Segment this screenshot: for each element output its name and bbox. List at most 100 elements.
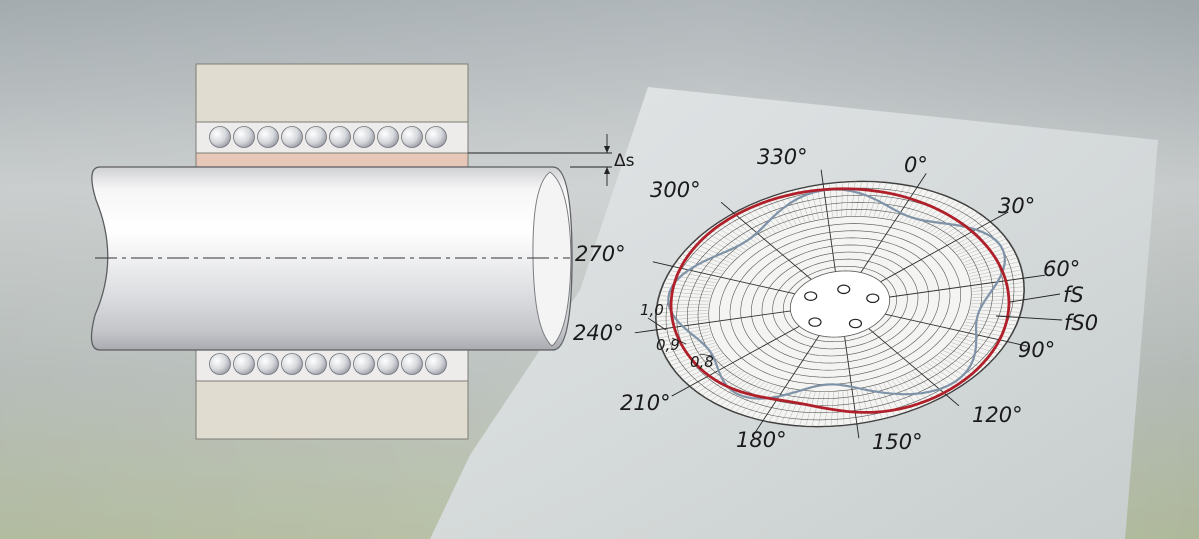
polar-hatch-line xyxy=(745,384,773,417)
polar-hatch-line xyxy=(891,186,912,220)
polar-hatch-line xyxy=(688,246,732,263)
polar-hatch-line xyxy=(856,389,864,423)
polar-label-leaders xyxy=(634,169,1046,439)
polar-hatch-line xyxy=(749,204,776,233)
polar-hatch-line xyxy=(942,215,983,241)
polar-hatch-line xyxy=(709,228,747,250)
polar-hatch-line xyxy=(657,325,709,335)
polar-hatch-line xyxy=(970,269,1022,280)
polar-spoke xyxy=(656,309,800,331)
polar-hatch-line xyxy=(886,184,906,219)
polar-hatch-line xyxy=(660,334,712,347)
polar-hatch-line xyxy=(933,358,971,380)
polar-hatch-line xyxy=(658,299,710,302)
polar-hatch-line xyxy=(920,367,952,393)
angle-label-330: 330° xyxy=(757,145,808,169)
polar-hatch-line xyxy=(865,387,877,421)
angle-label-180: 180° xyxy=(736,428,787,452)
polar-spoke xyxy=(872,221,991,287)
polar-hatch-line xyxy=(757,386,781,420)
polar-hatch-line xyxy=(837,391,839,426)
polar-hatch-line xyxy=(955,231,1001,253)
housing-outer-ring-top xyxy=(195,63,469,123)
bearing-ball xyxy=(305,126,327,148)
bearing-ball xyxy=(257,126,279,148)
polar-hatch-line xyxy=(728,215,760,241)
polar-spoke xyxy=(822,184,837,278)
polar-hatch-line xyxy=(950,224,994,248)
angle-leader xyxy=(753,420,764,435)
polar-hatch-line xyxy=(915,195,945,227)
polar-hatch-line xyxy=(658,328,710,339)
polar-hatch-line xyxy=(970,306,1022,309)
polar-scale-labels: 1,0 0,9 0,8 xyxy=(640,301,714,371)
polar-hatch-line xyxy=(663,282,714,290)
bearing-ball xyxy=(233,353,255,375)
fs0-curve xyxy=(667,188,1006,400)
scale-label-1-0: 1,0 xyxy=(640,301,664,319)
polar-hatch-line xyxy=(904,375,931,404)
angle-leader xyxy=(720,201,735,214)
gap-arrow-head-bottom xyxy=(604,167,610,174)
angle-leader xyxy=(1006,341,1028,347)
gap-label: Δs xyxy=(614,151,635,171)
polar-hatch-line xyxy=(704,232,743,253)
housing-outer-ring-bottom xyxy=(195,380,469,440)
bearing-ball xyxy=(401,126,423,148)
polar-hatch-line xyxy=(659,331,711,343)
polar-hatch-line xyxy=(656,316,708,322)
angle-label-300: 300° xyxy=(650,178,701,202)
hub-hole xyxy=(866,293,880,304)
polar-hatch-line xyxy=(779,193,797,225)
polar-hatch-line xyxy=(972,286,1024,292)
angle-leader xyxy=(990,211,1009,223)
scale-label-0-8: 0,8 xyxy=(690,353,714,371)
polar-hatch-line xyxy=(842,391,845,426)
polar-hatch-line xyxy=(972,290,1024,295)
shaft-end-face xyxy=(532,171,572,347)
inner-ring-top xyxy=(195,152,469,168)
polar-diagram: 0°30°60°90°120°150°180°210°240°270°300°3… xyxy=(573,145,1080,454)
bearing-ball xyxy=(353,126,375,148)
hub-hole xyxy=(808,317,822,327)
polar-hatch-line xyxy=(948,345,992,362)
polar-hatch-line xyxy=(926,202,961,231)
angle-leader xyxy=(916,173,927,188)
polar-hatch-line xyxy=(972,299,1024,301)
polar-hatch-line xyxy=(656,310,708,313)
polar-hatch-line xyxy=(656,313,708,318)
bearing-ball xyxy=(377,353,399,375)
bearing-ball xyxy=(233,126,255,148)
polar-hatch-line xyxy=(937,355,976,376)
polar-angle-labels: 0°30°60°90°120°150°180°210°240°270°300°3… xyxy=(573,145,1080,454)
scale-leader-0-9 xyxy=(671,337,687,345)
polar-hatch-line xyxy=(873,182,887,217)
hub-hole xyxy=(848,318,863,329)
polar-hatch-line xyxy=(755,202,780,232)
polar-hatch-line xyxy=(972,282,1024,289)
angle-leader xyxy=(671,385,690,397)
polar-spoke xyxy=(762,329,824,421)
fs0-label: fS0 xyxy=(1064,311,1098,335)
fs-leader xyxy=(1009,293,1061,303)
polar-hatch-line xyxy=(900,376,925,406)
polar-hatch-line xyxy=(662,337,713,351)
bearing-ball xyxy=(329,126,351,148)
polar-hatch-line xyxy=(797,188,810,222)
polar-hatch-line xyxy=(967,257,1018,271)
polar-hatch-line xyxy=(951,342,995,358)
angle-label-270: 270° xyxy=(575,242,626,266)
polar-hatch-line xyxy=(908,373,936,401)
bearing-ball xyxy=(209,126,231,148)
angle-leader xyxy=(820,169,824,185)
bearing-ball xyxy=(329,353,351,375)
scale-leader-0-8 xyxy=(699,353,713,357)
polar-hatch-line xyxy=(919,197,951,228)
polar-hatch-line xyxy=(785,192,801,224)
polar-hatch-line xyxy=(761,200,784,230)
polar-hatch-line xyxy=(811,392,821,427)
polar-curve-labels: fS fS0 xyxy=(995,283,1098,335)
polar-hatch-line xyxy=(933,207,970,235)
polar-hatch-line xyxy=(729,380,761,411)
polar-hatch-line xyxy=(666,342,715,359)
